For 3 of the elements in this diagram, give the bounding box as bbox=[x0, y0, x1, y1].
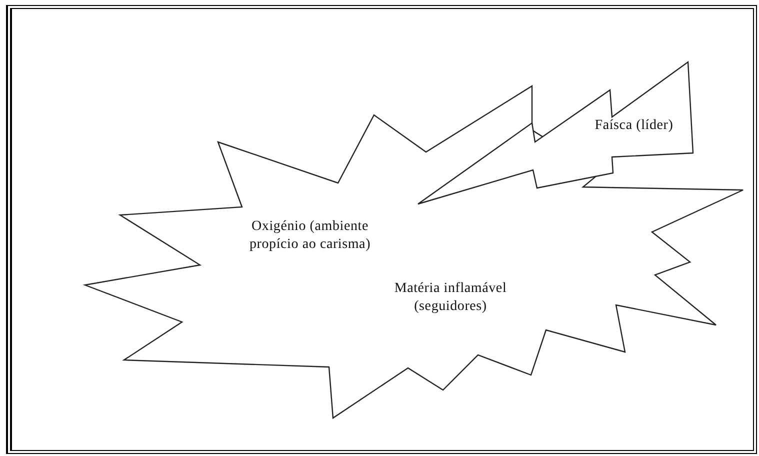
node-label: Faísca (líder) bbox=[594, 117, 674, 135]
node-label: Oxigénio (ambiente propício ao carisma) bbox=[248, 218, 372, 254]
node-label: Matéria inflamável (seguidores) bbox=[393, 280, 508, 316]
